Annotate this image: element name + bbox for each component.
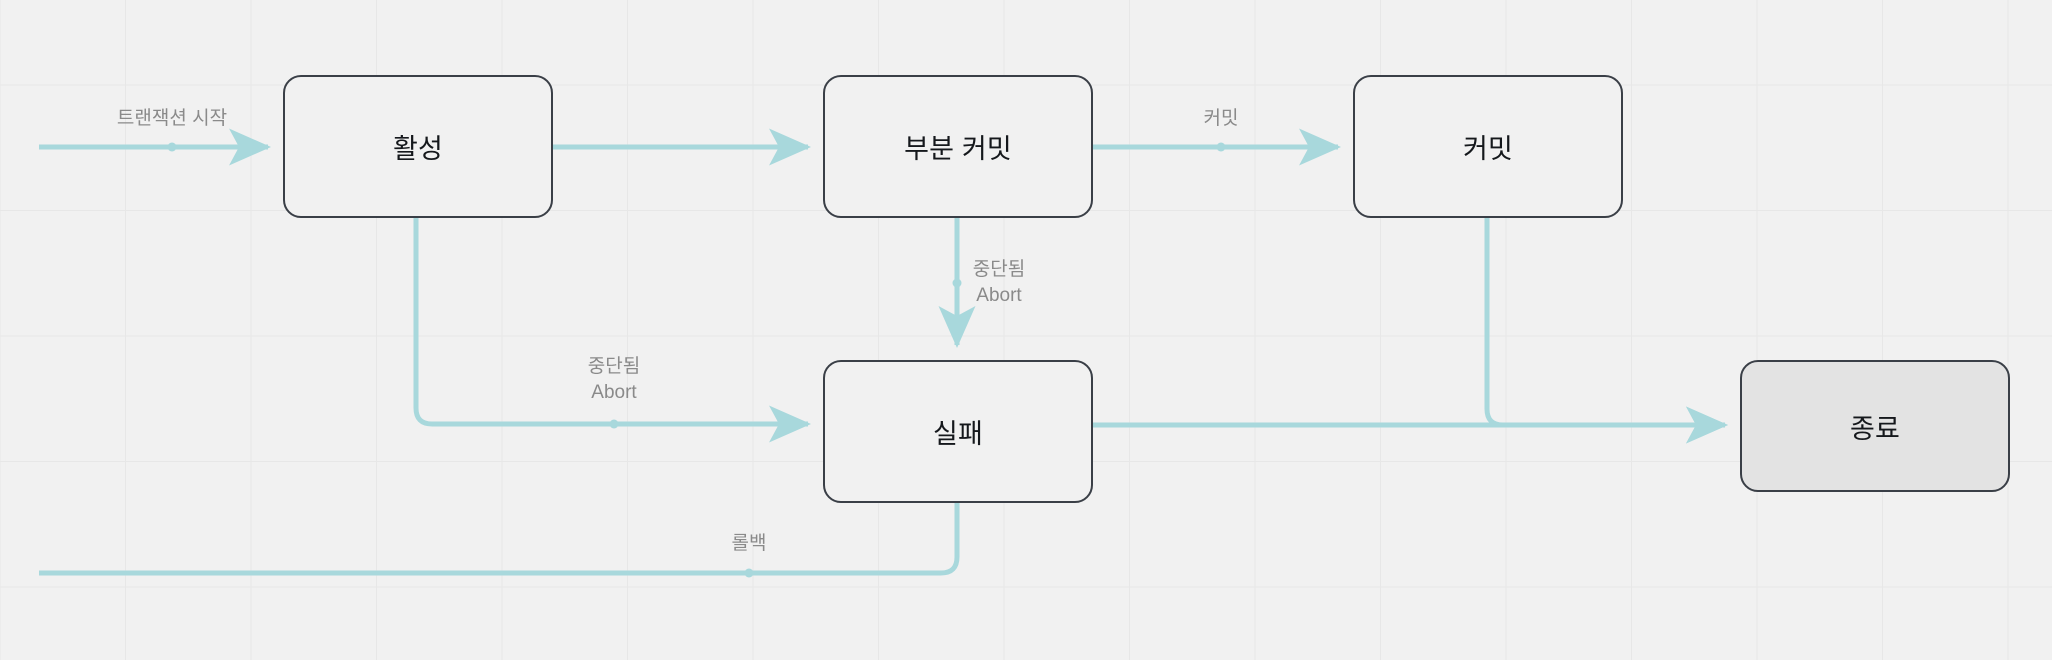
edge-label-abort-partial-commit: 중단됨 Abort [972, 258, 1026, 306]
edge-label-commit: 커밋 [1203, 107, 1239, 129]
edge-label-abort-active: 중단됨 Abort [587, 355, 641, 403]
node-partial-commit[interactable]: 부분 커밋 [823, 75, 1093, 218]
edge-label-rollback: 롤백 [731, 532, 767, 554]
edge-label-start: 트랜잭션 시작 [116, 107, 228, 129]
node-end[interactable]: 종료 [1740, 360, 2010, 492]
